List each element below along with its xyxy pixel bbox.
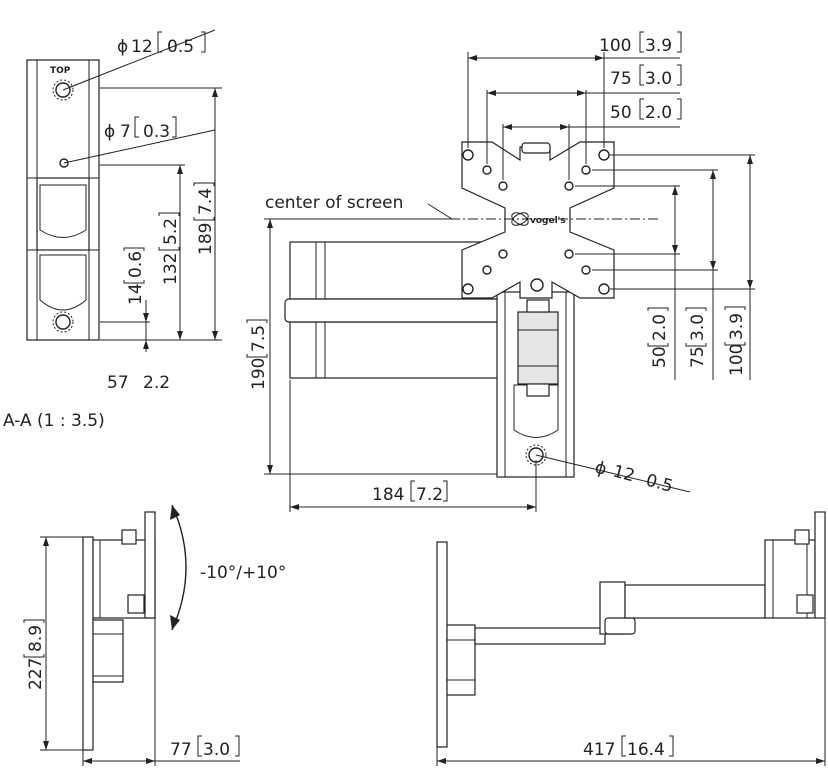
brand-logo-icon: vogel's — [511, 212, 566, 226]
dim-d12-bot-in: 0.5 — [644, 471, 675, 497]
dim-h14: 14 — [126, 283, 146, 305]
dim-r50: 50 — [650, 346, 670, 368]
top-hole-icon — [55, 82, 71, 98]
vesa-holes — [462, 149, 610, 295]
dim-d7-in: 0.3 — [143, 122, 170, 142]
section-view: TOP ϕ 12 0.5 ϕ 7 0.3 — [3, 29, 222, 431]
dim-w77: 77 — [170, 740, 192, 760]
svg-text:vogel's: vogel's — [530, 216, 566, 226]
dim-r75: 75 — [688, 346, 708, 368]
dim-d12-bot: 12 — [611, 462, 637, 487]
dim-h190: 190 — [249, 358, 269, 390]
top-label: TOP — [50, 66, 71, 76]
screen-panel-side — [82, 536, 94, 751]
dim-d12-top: 12 — [131, 37, 153, 57]
side-view-extended: 417 16.4 — [436, 511, 826, 766]
arm-joint-front — [284, 298, 526, 323]
dim-w417-in: 16.4 — [627, 740, 665, 760]
diam-symbol-12-top: ϕ — [117, 37, 128, 57]
dim-d12-top-in: 0.5 — [167, 37, 194, 57]
tilt-hinge — [517, 311, 559, 385]
dim-v50-in: 2.0 — [645, 103, 672, 123]
dim-v100: 100 — [599, 36, 631, 56]
bottom-hole-icon — [55, 314, 71, 330]
dim-w184: 184 — [372, 485, 404, 505]
diam-symbol-7: ϕ — [104, 122, 115, 142]
dim-v75: 75 — [610, 69, 632, 89]
side-view-tilt: -10°/+10° 227 8.9 77 3.0 — [23, 504, 286, 766]
diam-symbol-12-bot: ϕ — [593, 458, 609, 480]
dim-w57: 57 — [107, 373, 129, 393]
dim-h132-in: 5.2 — [161, 218, 181, 245]
section-label: A-A (1 : 3.5) — [3, 411, 105, 431]
dim-r50-in: 2.0 — [650, 314, 670, 341]
dim-h14-in: 0.6 — [126, 251, 146, 278]
dim-h189-in: 7.4 — [196, 188, 216, 215]
front-view: vogel's center of screen 100 3.9 75 3.0 … — [246, 31, 755, 512]
dim-h227: 227 — [26, 658, 46, 690]
dim-r100-in: 3.9 — [727, 313, 747, 340]
dim-v75-in: 3.0 — [645, 69, 672, 89]
tilt-arrow-icon — [171, 504, 187, 631]
dim-r75-in: 3.0 — [688, 314, 708, 341]
arm-socket — [36, 177, 90, 251]
dim-d7: 7 — [120, 122, 131, 142]
screen-panel-extended — [436, 541, 448, 748]
tilt-label: -10°/+10° — [200, 563, 286, 583]
dim-w57-in: 2.2 — [143, 373, 170, 393]
dim-v50: 50 — [610, 103, 632, 123]
dim-h190-in: 7.5 — [249, 325, 269, 352]
lower-arm-front — [289, 321, 521, 379]
dim-h132: 132 — [161, 253, 181, 285]
dim-w77-in: 3.0 — [203, 740, 230, 760]
dim-h227-in: 8.9 — [26, 625, 46, 652]
dim-v100-in: 3.9 — [645, 36, 672, 56]
small-hole-icon — [59, 158, 69, 168]
dim-w417: 417 — [583, 740, 615, 760]
center-of-screen-label: center of screen — [265, 193, 403, 213]
dim-r100: 100 — [727, 344, 747, 376]
dim-h189: 189 — [196, 223, 216, 255]
dim-w184-in: 7.2 — [416, 485, 443, 505]
